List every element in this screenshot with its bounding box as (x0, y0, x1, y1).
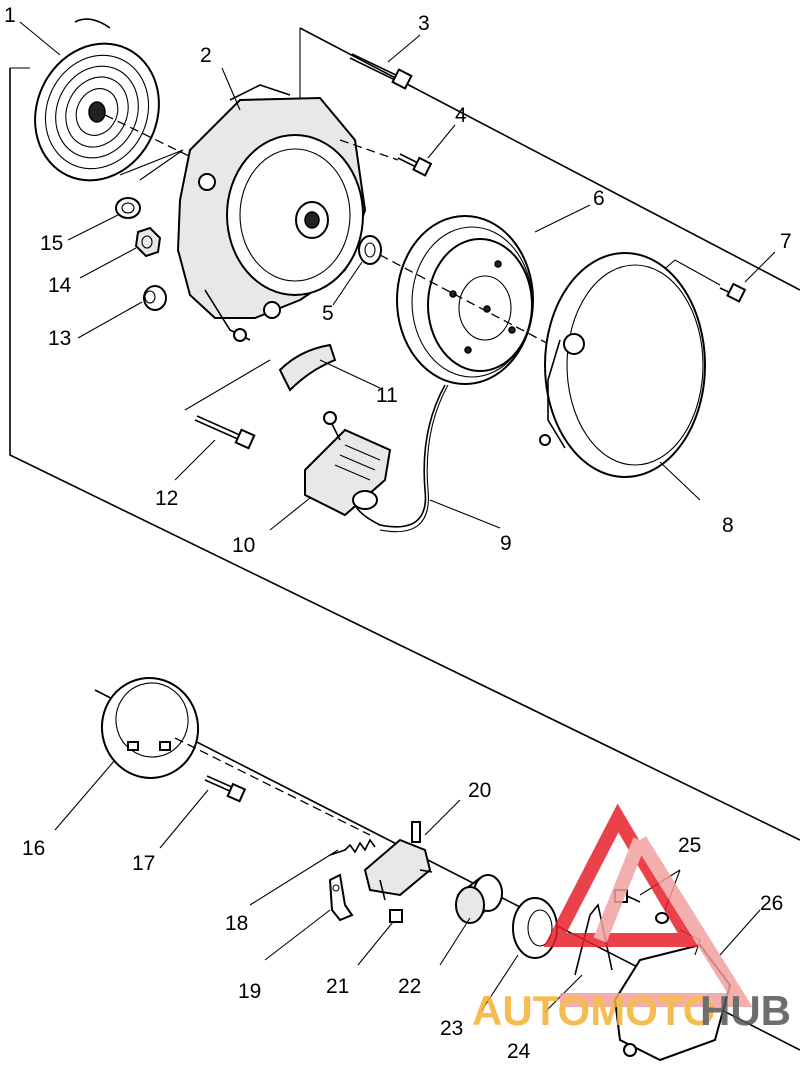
callout-6: 6 (593, 187, 605, 210)
bolt-short (397, 153, 433, 177)
callout-7: 7 (780, 230, 792, 253)
starter-handle (304, 411, 392, 517)
callout-5: 5 (322, 302, 334, 325)
automotohub-watermark: AUTOMOTO HUB (472, 803, 791, 1034)
callout-2: 2 (200, 44, 212, 67)
watermark-text-hub: HUB (700, 987, 791, 1034)
callout-16: 16 (22, 837, 45, 860)
pawl (328, 873, 354, 922)
watermark-text-automoto: AUTOMOTO (472, 987, 715, 1034)
callout-4: 4 (455, 104, 467, 127)
callout-14: 14 (48, 274, 72, 297)
recoil-cover (539, 252, 706, 478)
guide-bolt (204, 775, 247, 803)
starter-housing (119, 84, 367, 342)
leader-lines (19, 21, 776, 1013)
callout-21: 21 (326, 975, 349, 998)
pin (389, 909, 403, 923)
starter-rope (354, 384, 449, 533)
bolt-long (349, 53, 413, 90)
ring-washer (115, 197, 141, 219)
callout-19: 19 (238, 980, 261, 1003)
callout-26: 26 (760, 892, 783, 915)
callout-12: 12 (155, 487, 178, 510)
housing-bolt (184, 359, 271, 450)
callout-13: 13 (48, 327, 71, 350)
callout-9: 9 (500, 532, 512, 555)
callout-11: 11 (376, 384, 398, 407)
callout-10: 10 (232, 534, 255, 557)
bushing (143, 285, 167, 311)
callout-23: 23 (440, 1017, 463, 1040)
watermark-triangle-inner (560, 836, 753, 1007)
cylinder-bushing (455, 874, 503, 924)
callout-1: 1 (4, 4, 16, 27)
callout-labels: 1 2 3 4 5 6 7 8 9 10 11 12 13 14 15 16 1… (4, 4, 792, 1063)
callout-3: 3 (418, 12, 430, 35)
seal (512, 897, 558, 959)
callout-22: 22 (398, 975, 421, 998)
rope-pulley (396, 215, 534, 385)
callout-25: 25 (678, 834, 701, 857)
callout-8: 8 (722, 514, 734, 537)
callout-20: 20 (468, 779, 491, 802)
callout-24: 24 (507, 1040, 531, 1063)
pawl-spring (329, 838, 376, 856)
callout-18: 18 (225, 912, 248, 935)
pawl-assembly (363, 821, 433, 901)
watermark-triangle-outer (543, 803, 703, 947)
callout-15: 15 (40, 232, 63, 255)
handle-insert (278, 343, 337, 392)
rewind-spring (34, 18, 160, 182)
nut (134, 226, 162, 258)
washer (358, 235, 382, 265)
callout-17: 17 (132, 852, 155, 875)
ratchet-guide (100, 677, 200, 779)
